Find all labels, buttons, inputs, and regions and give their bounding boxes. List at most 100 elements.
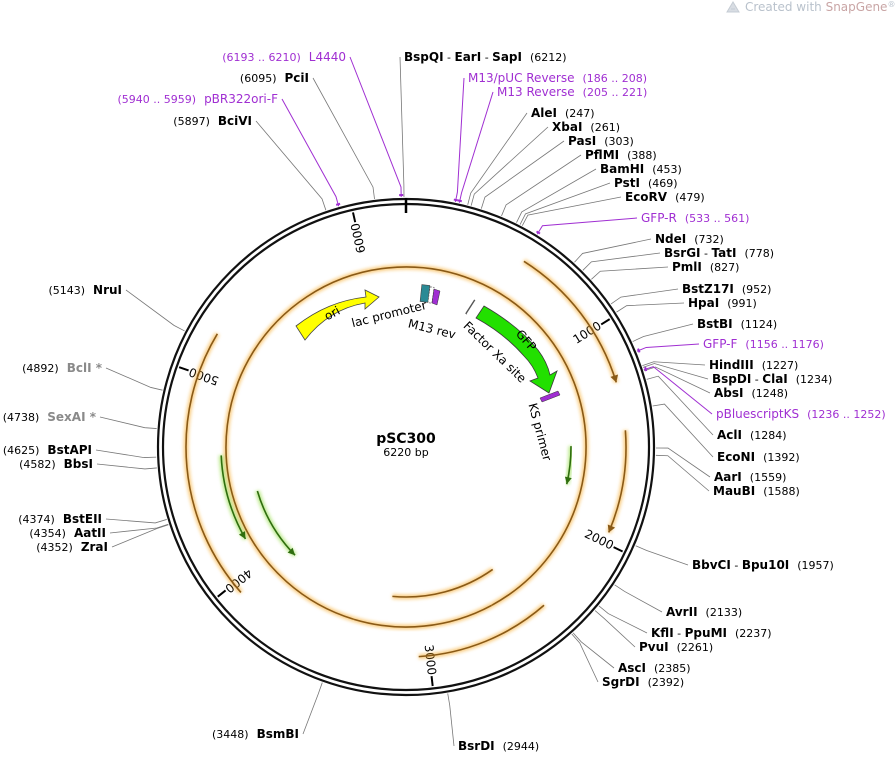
leader-BamHI <box>516 168 597 223</box>
arc-green-right-arrowhead <box>564 476 572 485</box>
site-extra: - <box>674 627 685 640</box>
tick-5000 <box>178 366 189 372</box>
site-pos: (453) <box>652 163 682 176</box>
leader-NdeI <box>574 238 652 263</box>
site-name: NdeI <box>655 232 686 246</box>
primer-leader-GFP-F <box>636 343 700 352</box>
leader-KflI <box>598 605 648 634</box>
site-pos: (2237) <box>735 627 772 640</box>
plasmid-size: 6220 bp <box>383 446 428 459</box>
primer-label-pBR322ori-F: (5940 .. 5959) pBR322ori-F <box>118 92 279 106</box>
snapgene-logo-icon <box>726 1 740 13</box>
site-label-HpaI: HpaI(991) <box>688 296 757 310</box>
site-name: BstZ17I <box>682 282 734 296</box>
site-label-SexAI: (4738)SexAI * <box>3 410 97 424</box>
site-pos: (6212) <box>530 51 567 64</box>
leader-AscI <box>572 632 615 669</box>
site-label-AleI: AleI(247) <box>531 106 595 120</box>
site-pos: (827) <box>710 261 740 274</box>
leader-PstI <box>519 182 611 225</box>
site-name: SgrDI <box>602 675 640 689</box>
leader-PflMI <box>501 154 582 217</box>
tick-6000 <box>352 212 357 223</box>
site-pos: (1227) <box>762 359 799 372</box>
site-name: PstI <box>614 176 640 190</box>
primer-leader-L4440 <box>349 56 402 198</box>
primer-pos: (205 .. 221) <box>583 86 648 99</box>
primer-pos: (186 .. 208) <box>583 72 648 85</box>
leader-BbvCI <box>635 545 689 566</box>
site-pos: (1559) <box>750 471 787 484</box>
site-label-BsrGI: BsrGI - TatI(778) <box>664 246 774 260</box>
leader-BstEII <box>105 518 167 524</box>
site-star: * <box>86 410 97 424</box>
factor-xa-mark-inner <box>466 299 477 315</box>
site-label-BbvCI: BbvCI - Bpu10I(1957) <box>692 558 834 572</box>
factor-xa-mark <box>465 299 476 315</box>
site-label-BbsI: (4582) BbsI <box>19 457 93 471</box>
arc-green-left-b-arrowhead <box>287 547 296 556</box>
leader-MauBI <box>655 454 710 492</box>
primer-leader-M13/pUC Reverse <box>454 77 465 203</box>
site-name: BbsI <box>64 457 93 471</box>
site-pos: (388) <box>627 149 657 162</box>
arc-right-lower <box>607 430 627 533</box>
leader-AvrII <box>614 584 663 613</box>
primer-label-GFP-F: GFP-F(1156 .. 1176) <box>703 337 824 351</box>
primer-name: M13/pUC Reverse <box>468 71 575 85</box>
site-label-NruI: (5143)NruI <box>48 283 122 297</box>
svg-text:Created with SnapGene®: Created with SnapGene® <box>745 0 895 14</box>
ori-label: ori <box>322 304 342 324</box>
primer-name: GFP-R <box>641 211 677 225</box>
site-label-PvuI: PvuI (2261) <box>639 640 713 654</box>
site-pos: (5143) <box>48 284 85 297</box>
ks-primer-mark-icon <box>539 390 561 403</box>
site-name: PvuI <box>639 640 669 654</box>
primer-label-L4440: (6193 .. 6210)L4440 <box>222 50 346 64</box>
tick-1000 <box>600 318 611 326</box>
primer-name: pBR322ori-F <box>204 92 278 106</box>
site-label-AatII: (4354)AatII <box>29 526 106 540</box>
ori-arrow <box>295 289 380 341</box>
primer-label-GFP-R: GFP-R (533 .. 561) <box>641 211 749 225</box>
site-star: * <box>92 361 103 375</box>
site-label-BstEII: (4374)BstEII <box>18 512 102 526</box>
leader-PciI <box>312 77 375 200</box>
site-pos: (4625) <box>3 444 40 457</box>
site-label-SgrDI: SgrDI(2392) <box>602 675 684 689</box>
site-pos: (261) <box>590 121 620 134</box>
site-label-PstI: PstI(469) <box>614 176 678 190</box>
plasmid-name: pSC300 <box>376 431 436 447</box>
primer-label-M13/pUC Reverse: M13/pUC Reverse (186 .. 208) <box>468 71 647 85</box>
primer-pos: (1236 .. 1252) <box>807 408 886 421</box>
site-label-MauBI: MauBI(1588) <box>713 484 800 498</box>
site-pos: (4582) <box>19 458 56 471</box>
tick-label-6000: 6000 <box>348 222 368 255</box>
primer-pos: (533 .. 561) <box>685 212 750 225</box>
site-pos: (479) <box>675 191 705 204</box>
tick-3000 <box>430 675 434 687</box>
site-pos: (2261) <box>677 641 714 654</box>
m13rev-arrow-icon <box>431 288 441 306</box>
site-pos: (4374) <box>18 513 55 526</box>
site-name: EcoNI <box>717 450 755 464</box>
primer-name: M13 Reverse <box>497 85 575 99</box>
leader-BstZ17I <box>610 288 679 305</box>
site-pos: (952) <box>742 283 772 296</box>
site-name: XbaI <box>552 120 582 134</box>
primer-label-pBluescriptKS: pBluescriptKS(1236 .. 1252) <box>716 407 886 421</box>
site-name: AvrII <box>666 605 698 619</box>
site-name: EcoRV <box>625 190 668 204</box>
site-label-EcoRV: EcoRV (479) <box>625 190 705 204</box>
site-name: BsrGI <box>664 246 701 260</box>
site-pos: (5897) <box>173 115 210 128</box>
primer-pos: (5940 .. 5959) <box>118 93 197 106</box>
site-pos: (1588) <box>763 485 800 498</box>
site-label-KflI: KflI - PpuMI(2237) <box>651 626 772 640</box>
ks-primer-label: KS primer <box>525 402 554 463</box>
m13-rev-label: M13 rev <box>407 316 458 341</box>
site-name: ZraI <box>81 540 108 554</box>
leader-AclI <box>646 375 714 436</box>
